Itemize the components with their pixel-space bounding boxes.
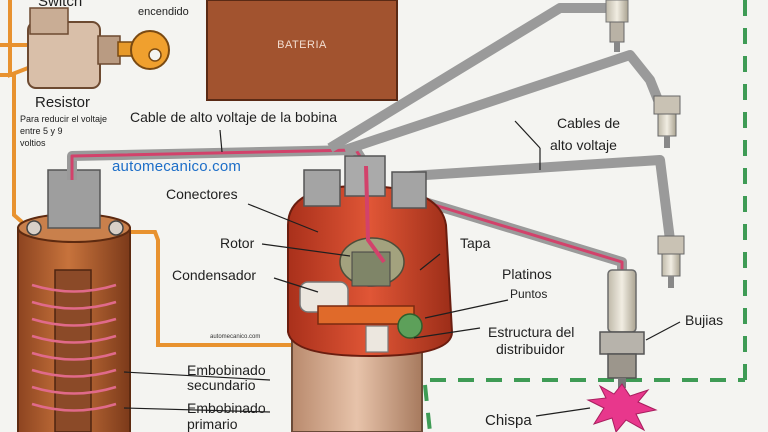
spark-icon [586,383,658,432]
primary-wire [0,0,30,224]
hv-cables-label-1: Cables de [557,115,621,131]
spark-plug-1 [605,0,629,52]
cap-label: Tapa [460,235,491,251]
switch-note-label: encendido [138,6,189,18]
ignition-coil [17,169,131,432]
secondary-label-2: secundario [187,377,256,393]
coil-cable-label: Cable de alto voltaje de la bobina [130,109,338,125]
rotor-label: Rotor [220,235,255,251]
spark-label: Chispa [485,412,532,429]
points-label-2: Puntos [510,287,548,301]
hv-cable-1 [327,3,606,153]
resistor-note-3: voltios [20,138,46,148]
ground-path-dashed-left [423,384,432,432]
points-label-1: Platinos [502,266,552,282]
hv-cable-2 [343,50,663,155]
distributor [287,155,454,432]
resistor-note-1: Para reducir el voltaje [20,114,108,124]
distributor-label-1: Estructura del [488,324,575,340]
watermark-label: automecanico.com [112,158,242,175]
secondary-label-1: Embobinado [187,362,266,378]
hv-cable-3 [409,155,675,241]
ignition-switch [27,7,121,89]
spark-plug-3 [657,235,685,288]
secondary-winding [31,283,117,412]
battery-label: BATERIA [277,39,327,51]
resistor-note-2: entre 5 y 9 [20,126,63,136]
watermark-small-label: automecanico.com [210,334,261,340]
spark-plug-4 [599,269,645,388]
leader-lines [123,120,681,417]
connectors-label: Conectores [166,186,238,202]
battery [206,0,398,101]
hv-cables-label-2: alto voltaje [550,137,617,153]
resistor-label: Resistor [35,94,91,111]
primary-label-1: Embobinado [187,400,266,416]
primary-label-2: primario [187,416,238,432]
switch-title-label: Switch [38,0,83,10]
condenser-label: Condensador [172,267,257,283]
key-icon [117,30,170,70]
rotor-hv-path [364,165,386,264]
spark-plugs-label: Bujias [685,312,724,328]
distributor-label-2: distribuidor [496,341,565,357]
spark-plug-2 [653,95,681,148]
